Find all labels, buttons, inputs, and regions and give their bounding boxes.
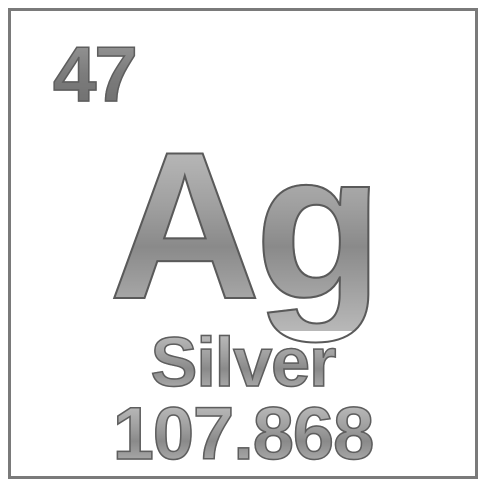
atomic-number: 47 <box>52 30 138 118</box>
atomic-weight: 107.868 <box>11 396 475 472</box>
element-symbol: Ag <box>11 120 475 332</box>
element-tile: 47 Ag Silver 107.868 <box>8 8 478 479</box>
element-name: Silver <box>11 326 475 398</box>
